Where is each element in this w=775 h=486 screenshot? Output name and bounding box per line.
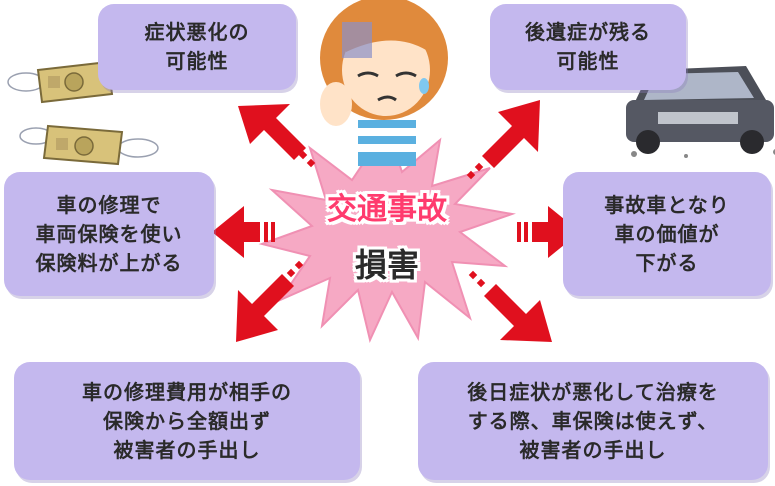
box-text-line: する際、車保険は使えず、 (467, 408, 719, 433)
consequence-box-mid-right: 事故車となり 車の価値が 下がる (563, 172, 771, 296)
box-text-line: 車の修理で (56, 192, 162, 217)
impact-burst (258, 125, 516, 344)
box-text-line: 後日症状が悪化して治療を (467, 379, 719, 404)
flying-money-icon (19, 124, 159, 166)
box-text-line: 車の修理費用が相手の (82, 379, 292, 404)
center-title-line1: 交通事故 (327, 192, 447, 227)
consequence-box-bottom-right: 後日症状が悪化して治療を する際、車保険は使えず、 被害者の手出し (418, 362, 768, 480)
box-text-line: 下がる (635, 250, 699, 275)
arrow-down-left (236, 260, 304, 342)
box-text-line: 保険料が上がる (35, 250, 183, 275)
consequence-box-bottom-left: 車の修理費用が相手の 保険から全額出ず 被害者の手出し (14, 362, 360, 480)
arrow-down-right (468, 270, 552, 342)
box-text-line: 事故車となり (604, 192, 730, 217)
center-title-line2: 損害 (354, 246, 419, 284)
consequence-box-top-right: 後遺症が残る 可能性 (490, 4, 686, 90)
box-text-line: 被害者の手出し (113, 437, 261, 462)
box-text-line: 後遺症が残る (525, 20, 651, 44)
arrow-up-right (466, 100, 540, 180)
box-text-line: 被害者の手出し (519, 437, 667, 462)
box-text-line: 可能性 (165, 49, 229, 73)
consequence-box-mid-left: 車の修理で 車両保険を使い 保険料が上がる (4, 172, 214, 296)
box-text-line: 可能性 (556, 49, 620, 73)
box-text-line: 保険から全額出ず (103, 408, 271, 433)
box-text-line: 車両保険を使い (35, 221, 183, 246)
box-text-line: 車の価値が (614, 221, 720, 246)
worried-woman-icon (320, 0, 448, 166)
arrow-up-left (238, 104, 316, 168)
arrow-left (212, 206, 275, 258)
consequence-box-top-left: 症状悪化の 可能性 (98, 4, 296, 90)
box-text-line: 症状悪化の (144, 20, 250, 44)
arrow-right (517, 206, 580, 258)
